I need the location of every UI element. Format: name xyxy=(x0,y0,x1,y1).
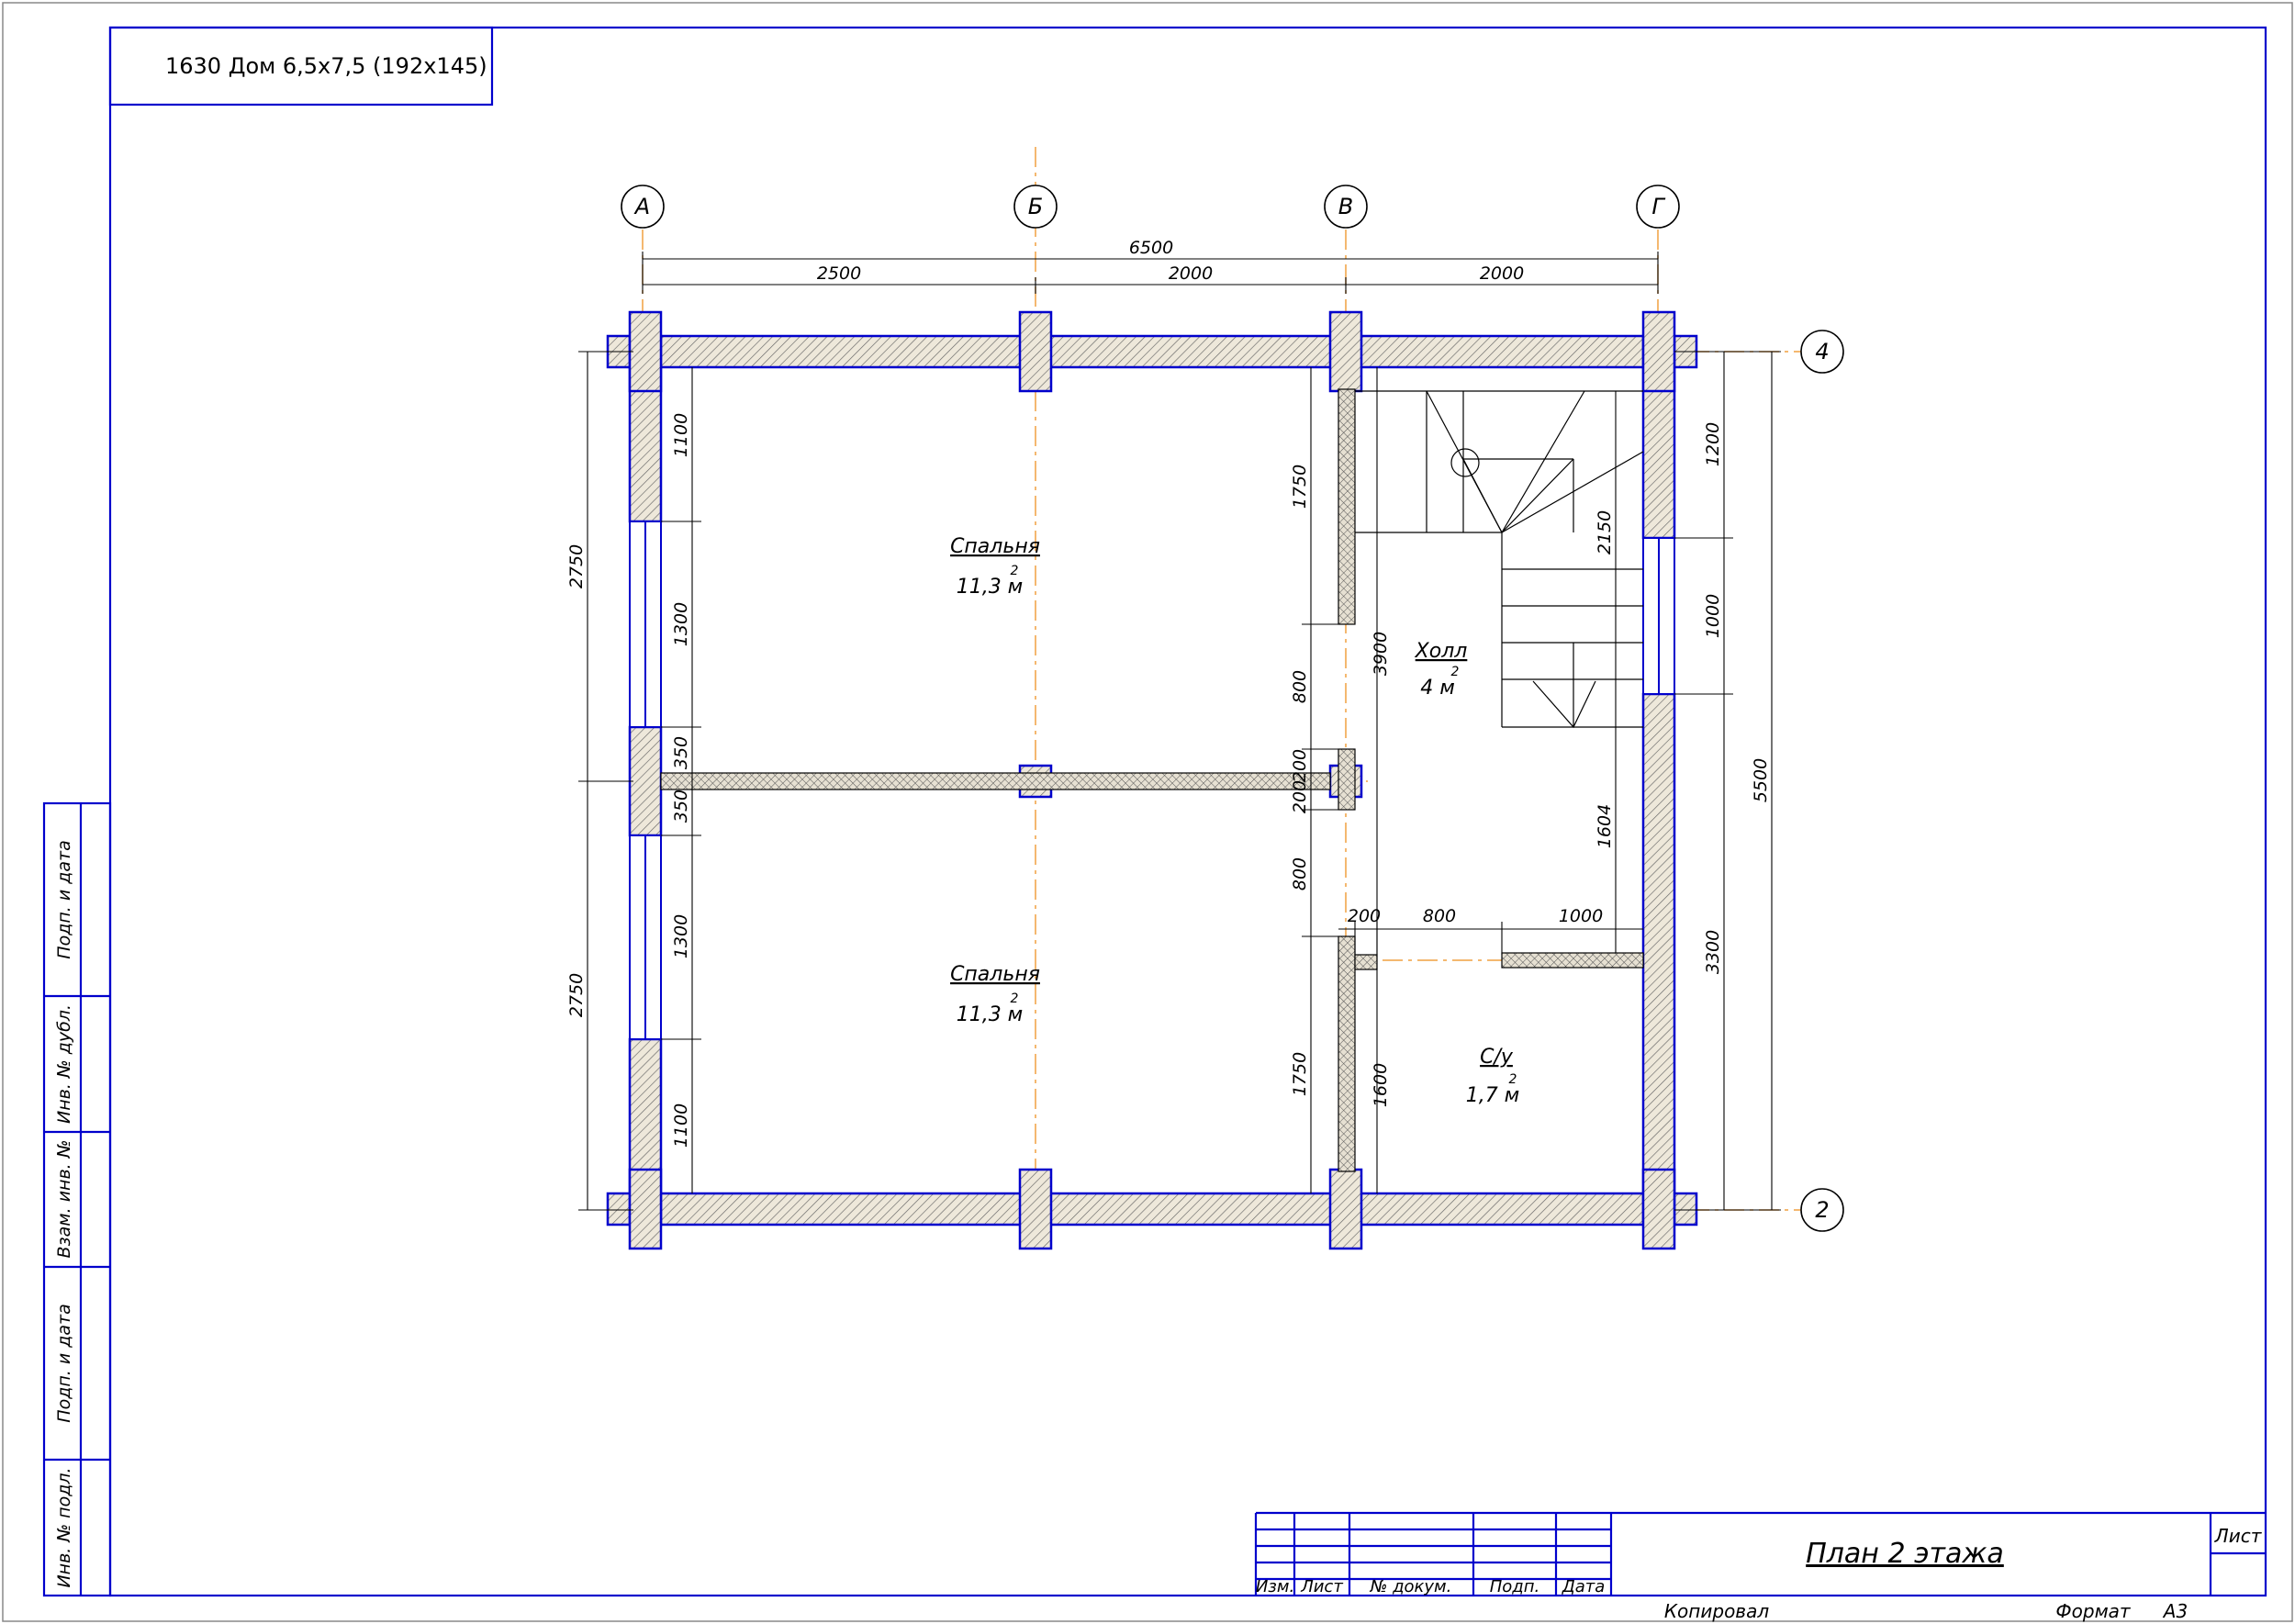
title-block-cell: Подп. xyxy=(1490,1577,1539,1596)
side-stamp-cell: Взам. инв. № xyxy=(54,1139,74,1258)
axis-label-g: Г xyxy=(1651,194,1665,219)
dim-left-inner: 1300 xyxy=(671,914,691,958)
title-block: Изм. Лист № докум. Подп. Дата План 2 эта… xyxy=(1256,1525,2263,1622)
dim-mid-left: 800 xyxy=(1290,670,1310,703)
dim-hall-inner: 2150 xyxy=(1595,510,1615,554)
dim-mid-left: 1750 xyxy=(1290,1052,1310,1096)
dim-left-outer: 2750 xyxy=(566,544,587,588)
axis-bubbles xyxy=(621,185,1844,1232)
room-area-sup: 2 xyxy=(1509,1072,1517,1087)
outer-walls xyxy=(606,310,1698,1250)
title-block-cell: Изм. xyxy=(1256,1577,1294,1596)
dim-left-inner: 1100 xyxy=(671,413,691,457)
dim-bath-top: 1000 xyxy=(1559,906,1603,926)
dim-top-span: 2000 xyxy=(1169,263,1213,284)
side-stamp-cell: Инв. № дубл. xyxy=(54,1004,74,1124)
dim-bath-top: 800 xyxy=(1423,906,1456,926)
side-stamp-cell: Подп. и дата xyxy=(54,840,74,958)
windows xyxy=(629,521,1675,1040)
dim-mid-right: 1600 xyxy=(1371,1063,1391,1107)
room-area-sup: 2 xyxy=(1451,665,1460,679)
dim-top-total: 6500 xyxy=(1129,238,1173,258)
room-area-sup: 2 xyxy=(1011,991,1019,1006)
dim-top-span: 2000 xyxy=(1480,263,1524,284)
room-name: Спальня xyxy=(950,963,1040,986)
dim-right-inner: 1200 xyxy=(1703,422,1723,466)
dim-top-span: 2500 xyxy=(817,263,861,284)
side-stamp: Подп. и дата Инв. № дубл. Взам. инв. № П… xyxy=(54,840,74,1587)
dim-mid-left: 800 xyxy=(1290,857,1310,890)
room-name: С/у xyxy=(1480,1046,1514,1069)
side-stamp-cell: Инв. № подл. xyxy=(54,1467,74,1587)
dim-bath-top: 200 xyxy=(1348,906,1381,926)
dim-hall-inner: 1604 xyxy=(1595,804,1615,848)
format-value: А3 xyxy=(2162,1600,2188,1622)
room-area: 4 м xyxy=(1420,677,1455,700)
dim-left-inner: 1100 xyxy=(671,1103,691,1148)
project-title: 1630 Дом 6,5х7,5 (192х145) xyxy=(165,53,487,79)
title-block-cell: Лист xyxy=(1300,1577,1343,1596)
dim-right-inner: 3300 xyxy=(1703,930,1723,974)
dim-mid-left: 1750 xyxy=(1290,465,1310,509)
room-area-sup: 2 xyxy=(1011,564,1019,578)
dim-left-inner: 1300 xyxy=(671,602,691,646)
dim-right-total: 5500 xyxy=(1751,758,1771,802)
partitions xyxy=(660,388,1644,1172)
copied-label: Копировал xyxy=(1664,1600,1769,1622)
side-stamp-cell: Подп. и дата xyxy=(54,1304,74,1422)
dim-right-inner: 1000 xyxy=(1703,594,1723,638)
drawing-title: План 2 этажа xyxy=(1806,1538,2004,1570)
dim-left-outer: 2750 xyxy=(566,973,587,1017)
sheet-label: Лист xyxy=(2214,1525,2263,1547)
dim-left-inner: 350 xyxy=(671,790,691,823)
dim-mid-right: 3900 xyxy=(1371,632,1391,676)
room-name: Спальня xyxy=(950,535,1040,558)
axis-label-b: Б xyxy=(1028,194,1043,219)
axis-label-4: 4 xyxy=(1815,339,1829,364)
room-area: 11,3 м xyxy=(957,1003,1024,1026)
room-area: 1,7 м xyxy=(1466,1084,1520,1107)
title-block-cell: Дата xyxy=(1562,1577,1606,1596)
room-area: 11,3 м xyxy=(957,576,1024,599)
axis-label-v: В xyxy=(1338,194,1353,219)
staircase xyxy=(1355,390,1644,729)
axis-label-2: 2 xyxy=(1815,1197,1829,1223)
dimension-lines xyxy=(578,252,1781,1211)
title-block-cell: № докум. xyxy=(1370,1577,1452,1596)
dim-mid-left: 200 xyxy=(1290,780,1310,813)
dim-left-inner: 350 xyxy=(671,736,691,769)
room-name: Холл xyxy=(1415,640,1468,663)
axis-lines xyxy=(642,147,1808,1230)
dim-mid-left: 200 xyxy=(1290,749,1310,782)
axis-label-a: А xyxy=(633,194,650,219)
format-label: Формат xyxy=(2055,1600,2131,1622)
